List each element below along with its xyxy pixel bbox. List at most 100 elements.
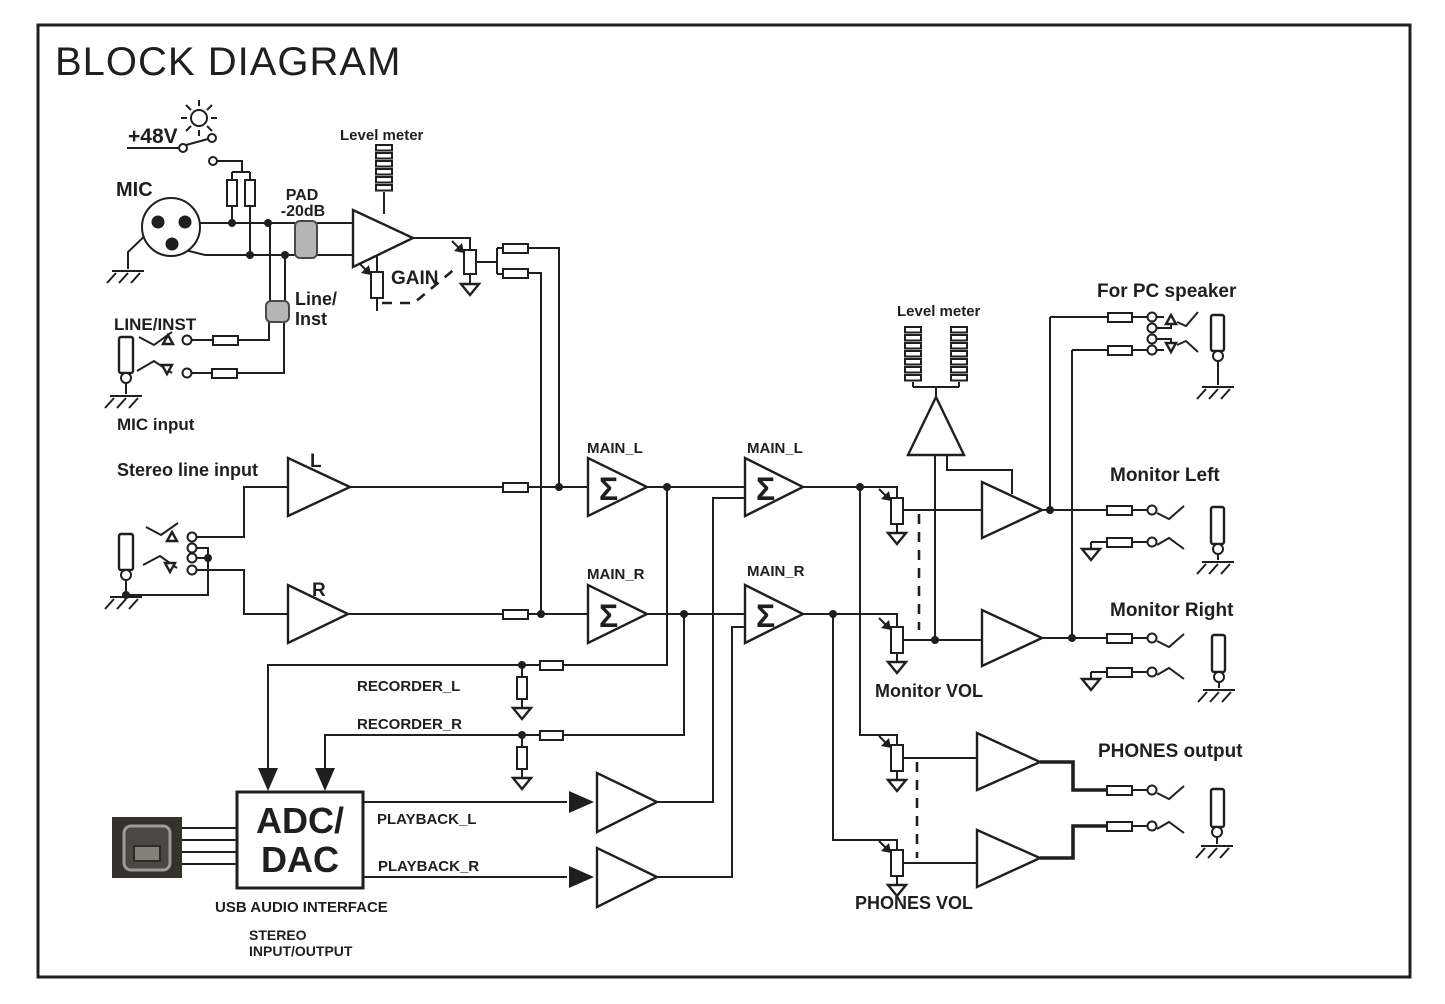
line-resistor-l (502, 482, 529, 493)
monitor-left-label: Monitor Left (1110, 465, 1220, 486)
phones-section: PHONES output PHONES VOL (832, 487, 1243, 913)
pot-wiper-icon (878, 840, 892, 854)
jack-contact (1146, 504, 1158, 516)
signal-ground-icon (1080, 547, 1102, 562)
phones-output-label: PHONES output (1098, 741, 1243, 762)
monitor-right-output-section: Monitor Right (1042, 600, 1236, 703)
jack-contact (1146, 311, 1158, 323)
phantom-switch-throw-top (207, 133, 217, 143)
line-inst-input-section: LINE/INST Line/ Inst MIC input (104, 289, 337, 434)
line-amp-r (286, 583, 351, 645)
usb-wires (182, 827, 237, 865)
phones-amp-l (975, 731, 1043, 792)
output-resistor (1106, 505, 1133, 516)
jack-contact (1146, 344, 1158, 356)
gain-pot-wiper-icon (358, 262, 372, 276)
signal-ground-icon (459, 282, 481, 297)
gain-control: GAIN (358, 256, 458, 311)
phantom-switch-pole (178, 143, 188, 153)
monitor-amp-l (980, 480, 1045, 540)
summing-amp-main-r-2 (743, 583, 806, 645)
jack-contact (181, 367, 193, 379)
recorder-resistor-l (539, 660, 564, 671)
phantom-wires (127, 138, 251, 255)
phantom-resistor-1 (226, 179, 238, 207)
playback-amp-r (595, 846, 660, 909)
summing-stage-1: Σ Σ MAIN_L MAIN_R (586, 440, 745, 645)
diagram-border (36, 23, 1412, 979)
mic-level-meter-label: Level meter (340, 127, 424, 144)
interstage-wires (647, 486, 745, 615)
pc-speaker-output-section: For PC speaker (1049, 281, 1237, 638)
signal-ground-icon (886, 660, 908, 675)
sigma-symbol: Σ (756, 471, 775, 507)
pc-speaker-jack-icon (1209, 313, 1226, 353)
phones-amp-r (975, 828, 1043, 889)
line-amp-l (286, 456, 353, 518)
switch-arrow-icon (165, 530, 179, 543)
line-inst-input-label: LINE/INST (114, 315, 197, 334)
monitor-right-jack-icon (1210, 633, 1227, 674)
monitor-vol-label: Monitor VOL (875, 681, 983, 701)
pot-wiper-icon (878, 617, 892, 631)
pot-wiper-icon (878, 735, 892, 749)
main-l-label-1: MAIN_L (587, 440, 643, 457)
phantom-power-section: +48V (127, 100, 256, 255)
adc-label-1: ADC/ (256, 800, 344, 841)
phantom-power-label: +48V (128, 125, 178, 148)
stereo-io-label-1: STEREO (249, 927, 307, 943)
mic-level-meter: Level meter (340, 127, 424, 214)
stage2-output-wires (803, 486, 898, 627)
junction-dots (122, 219, 1076, 739)
stereo-input-jack-icon (117, 532, 135, 572)
recorder-r-label: RECORDER_R (357, 716, 462, 733)
lamp-icon (181, 100, 217, 136)
ground-icon (106, 270, 145, 284)
left-amp-label: L (310, 451, 322, 472)
jack-contact (181, 334, 193, 346)
summing-stage-2: Σ Σ MAIN_L MAIN_R (743, 440, 898, 645)
phones-vol-pot-l (890, 744, 904, 772)
mic-output-pot (463, 249, 477, 275)
ground-icon (104, 596, 143, 610)
recorder-network: RECORDER_L RECORDER_R (258, 487, 685, 791)
gain-label: GAIN (391, 268, 439, 289)
output-resistor (1106, 821, 1133, 832)
adc-dac-block (235, 790, 365, 890)
main-r-label-1: MAIN_R (587, 566, 645, 583)
output-resistor (1107, 312, 1133, 323)
monitor-amp-r (980, 608, 1045, 668)
gain-pot (370, 271, 384, 299)
signal-ground-icon (886, 531, 908, 546)
mic-wires (127, 222, 353, 301)
recorder-resistor-r (539, 730, 564, 741)
monitor-left-output-section: Monitor Left (1042, 465, 1235, 575)
recorder-l-label: RECORDER_L (357, 678, 460, 695)
pot-wiper-icon (878, 488, 892, 502)
switch-arrow-icon (1164, 341, 1178, 354)
jack-contact (186, 552, 198, 564)
output-resistor (1106, 667, 1133, 678)
stereo-io-label-2: INPUT/OUTPUT (249, 943, 353, 959)
monitor-level-meter: Level meter (897, 303, 1013, 640)
page-title: BLOCK DIAGRAM (55, 40, 401, 84)
output-resistor (1107, 345, 1133, 356)
xlr-connector-icon (141, 197, 201, 257)
line-inst-switch-label-2: Inst (295, 309, 327, 329)
jack-contact (186, 542, 198, 554)
playback-section: PLAYBACK_L PLAYBACK_R (363, 497, 745, 909)
monitor-left-jack-icon (1209, 505, 1226, 546)
jack-contact (1146, 536, 1158, 548)
line-resistor-r (502, 609, 529, 620)
summing-amp-main-l-2 (743, 456, 806, 518)
arrow-playback-l (569, 791, 594, 813)
mic-label: MIC (116, 179, 153, 201)
meter-driver-amp (906, 394, 966, 457)
mix-resistor-l (502, 243, 529, 254)
monitor-vol-section: Monitor VOL (875, 480, 1045, 701)
sigma-symbol: Σ (756, 598, 775, 634)
arrow-into-adc-r (315, 768, 335, 791)
mix-resistor-r (502, 268, 529, 279)
